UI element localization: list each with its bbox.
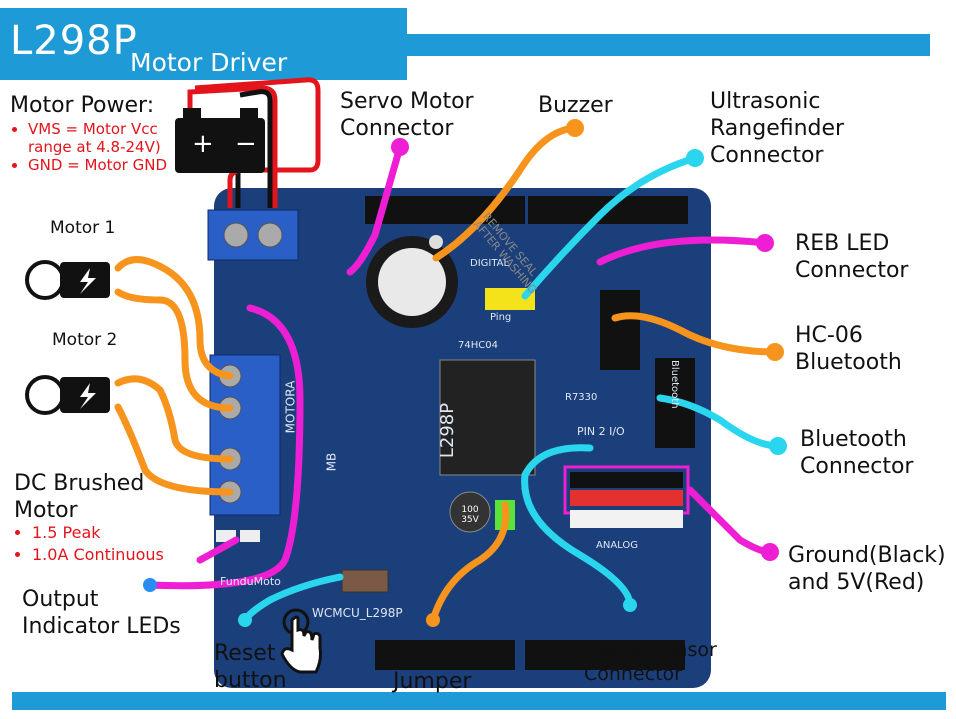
ground-5v-label: Ground(Black) and 5V(Red) (788, 543, 946, 595)
motor-2-label: Motor 2 (52, 330, 118, 350)
motor-1-icon (25, 260, 110, 300)
cyan-dots (238, 149, 787, 627)
hc06-bluetooth-label: HC-06 Bluetooth (795, 323, 902, 375)
buzzer-label: Buzzer (538, 93, 613, 118)
reb-led-connector-label: REB LED Connector (795, 231, 909, 283)
ultrasonic-connector-label: Ultrasonic Rangefinder Connector (710, 89, 845, 168)
motor-power-item-vms: VMS = Motor Vcc range at 4.8-24V) (28, 120, 203, 156)
output-led-dot (143, 578, 157, 592)
top-accent-bar (407, 34, 930, 56)
board-resistor-label: R7330 (565, 392, 598, 403)
battery-icon: + − (175, 77, 321, 208)
board-motora-label: MOTORA (283, 380, 298, 434)
orange-leaders (114, 124, 779, 624)
motor-1-label: Motor 1 (50, 218, 116, 238)
title-banner: L298P Motor Driver (0, 8, 407, 80)
svg-text:−: − (235, 129, 257, 159)
board-analog-label: ANALOG (596, 540, 638, 551)
board-capacitor-label: 100 35V (461, 505, 479, 525)
dc-motor-item-continuous: 1.0A Continuous (32, 544, 222, 566)
power-jumper-label: Power Jumper (393, 642, 472, 694)
title-main: L298P (10, 18, 138, 64)
board-maker-label: WCMCU_L298P (312, 606, 403, 620)
board-funduino-label: FunduMoto (220, 575, 281, 588)
cyan-leaders (241, 154, 782, 624)
board-chip-label: 74HC04 (458, 340, 498, 351)
hand-pointer-icon (280, 608, 322, 674)
board-mb-label: MB (324, 452, 339, 472)
motor-power-list: VMS = Motor Vcc range at 4.8-24V) GND = … (10, 120, 203, 174)
digital-sensor-connector-label: Digital Sensor Connector (584, 639, 717, 685)
motor-power-heading: Motor Power: (10, 93, 155, 118)
board-pin-label: PIN 2 I/O (577, 425, 625, 438)
board (207, 188, 711, 688)
svg-text:+: + (192, 129, 214, 159)
board-digital-label: DIGITAL (470, 258, 510, 269)
motor-2-icon (25, 375, 110, 415)
board-bluetooth-label: Bluetooth (669, 360, 680, 409)
output-indicator-leds-label: Output Indicator LEDs (22, 587, 181, 639)
bluetooth-connector-label: Bluetooth Connector (800, 427, 914, 479)
magenta-leaders (146, 143, 774, 590)
bottom-accent-bar (12, 692, 946, 710)
board-ping-label: Ping (490, 312, 512, 323)
board-model-label: L298P (437, 402, 459, 459)
servo-connector-label: Servo Motor Connector (340, 89, 474, 141)
reset-button-label: Reset button (214, 641, 287, 693)
dc-motor-list: 1.5 Peak 1.0A Continuous (14, 522, 222, 566)
motor-power-item-gnd: GND = Motor GND (28, 156, 203, 174)
orange-dots (426, 119, 784, 627)
dc-motor-heading: DC Brushed Motor (14, 471, 145, 523)
title-sub: Motor Driver (130, 48, 288, 77)
dc-motor-item-peak: 1.5 Peak (32, 522, 222, 544)
magenta-dots (391, 138, 779, 561)
